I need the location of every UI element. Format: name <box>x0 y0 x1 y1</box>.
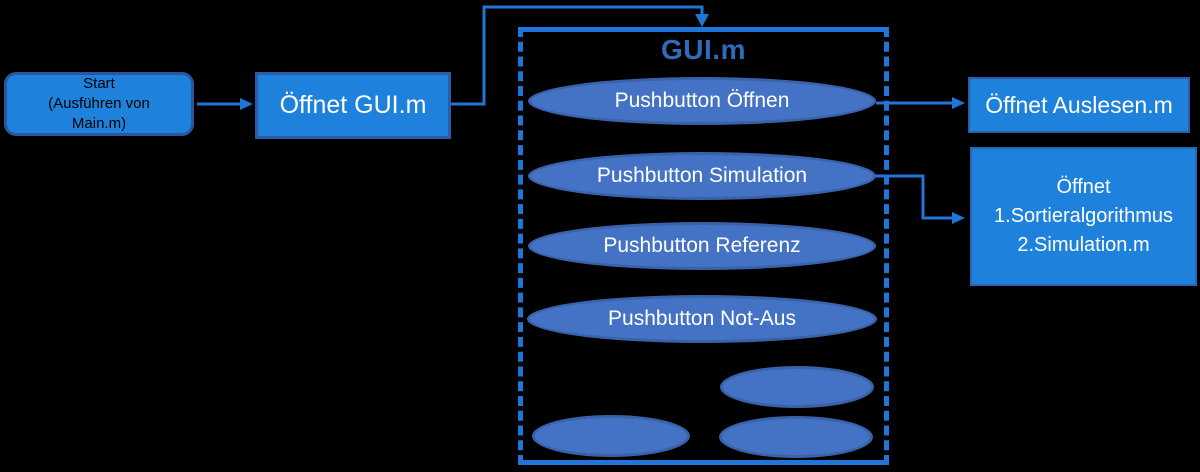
gui-m-title: GUI.m <box>661 34 746 65</box>
open-auslesen-label: Öffnet Auslesen.m <box>985 91 1173 118</box>
pushbutton-oeffnen-label: Pushbutton Öffnen <box>614 89 790 112</box>
pushbutton-referenz-ellipse: Pushbutton Referenz <box>528 222 876 270</box>
pushbutton-referenz-label: Pushbutton Referenz <box>603 234 801 257</box>
empty-ellipse <box>719 416 873 458</box>
open-simulation-line2: 1.Sortieralgorithmus <box>994 205 1173 227</box>
empty-ellipse <box>720 366 874 408</box>
open-gui-label: Öffnet GUI.m <box>279 91 427 119</box>
open-auslesen-node: Öffnet Auslesen.m <box>968 77 1190 133</box>
pushbutton-simulation-label: Pushbutton Simulation <box>596 164 808 187</box>
open-simulation-line3: 2.Simulation.m <box>1017 234 1150 256</box>
open-simulation-node: Öffnet 1.Sortieralgorithmus 2.Simulation… <box>970 147 1197 286</box>
open-gui-node: Öffnet GUI.m <box>255 72 451 139</box>
empty-ellipse <box>532 415 690 457</box>
gui-m-container <box>518 27 889 465</box>
arrowhead-oeffnen-to-auslesen <box>952 97 965 109</box>
pushbutton-notaus-label: Pushbutton Not-Aus <box>608 307 796 330</box>
pushbutton-simulation-ellipse: Pushbutton Simulation <box>528 152 876 200</box>
start-node-line3: Main.m) <box>71 115 127 132</box>
start-node-line1: Start <box>83 75 115 92</box>
arrowhead-opengui-to-container <box>695 14 709 27</box>
arrowhead-simulation-to-simbox <box>952 212 965 224</box>
start-node-line2: (Ausführen von <box>48 95 150 112</box>
pushbutton-oeffnen-ellipse: Pushbutton Öffnen <box>528 77 876 125</box>
open-simulation-line1: Öffnet <box>1056 176 1111 198</box>
start-node: Start (Ausführen von Main.m) <box>4 72 194 136</box>
arrowhead-start-to-opengui <box>240 98 253 110</box>
pushbutton-notaus-ellipse: Pushbutton Not-Aus <box>527 295 877 343</box>
